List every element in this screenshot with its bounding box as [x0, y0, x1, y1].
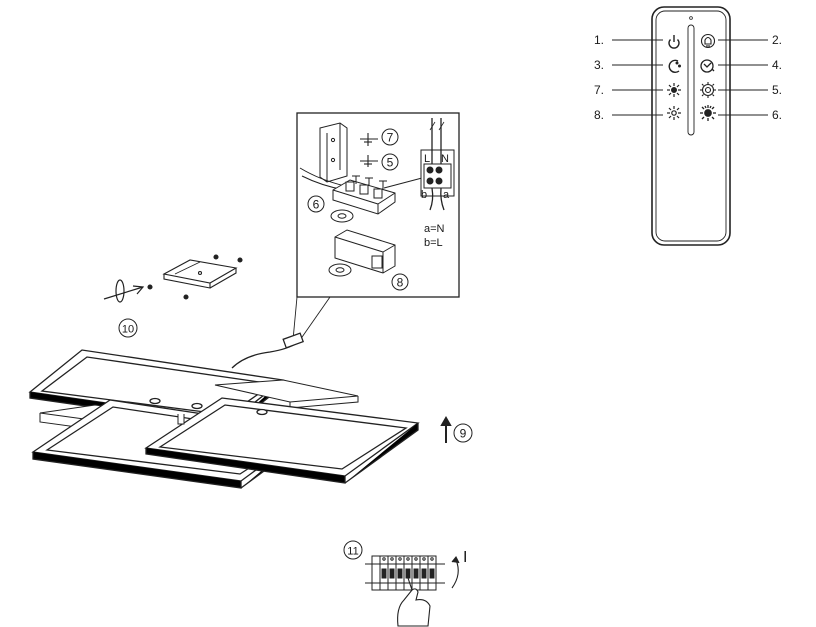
full-brightness-icon — [700, 105, 716, 121]
step-circle-11 — [343, 540, 363, 560]
remote-button-3[interactable] — [668, 59, 682, 74]
callout-number-2: 2. — [772, 33, 782, 47]
screwdriver-icon — [103, 279, 145, 303]
arrow-up-icon — [440, 415, 452, 443]
hand-icon — [397, 577, 431, 627]
wiring-detail-panel: 7 5 6 — [296, 112, 460, 298]
detail-callout-lines — [292, 296, 331, 341]
circuit-breaker-icon — [365, 555, 445, 591]
wire-label-b: b — [421, 189, 427, 201]
moon-night-icon — [668, 59, 682, 74]
callout-number-3: 3. — [594, 58, 604, 72]
terminal-block — [299, 167, 423, 215]
screw-part-7 — [360, 133, 378, 146]
step-circle-6 — [307, 195, 325, 213]
switch-direction-arrow — [451, 555, 460, 589]
remote-led — [689, 16, 693, 20]
remote-button-5[interactable] — [700, 82, 716, 98]
timer-icon — [700, 59, 715, 73]
step-label-6: 6 — [313, 198, 320, 212]
remote-button-6[interactable] — [700, 105, 716, 121]
step-circle-8 — [391, 273, 409, 291]
step-circle-5 — [381, 153, 399, 171]
callout-number-7: 7. — [594, 83, 604, 97]
ceiling-mount-plate — [147, 254, 243, 300]
ceiling-lamp-icon — [28, 332, 420, 489]
remote-button-2[interactable] — [700, 33, 716, 49]
remote-control: 1. 2. 3. 4. 7. 5. 8. 6. — [594, 6, 782, 246]
remote-inner-border — [655, 10, 727, 242]
wiring-legend-b: b=L — [424, 237, 443, 249]
step-label-5: 5 — [387, 156, 394, 170]
remote-button-4[interactable] — [700, 59, 715, 73]
callout-number-4: 4. — [772, 58, 782, 72]
callout-number-8: 8. — [594, 108, 604, 122]
remote-body — [651, 6, 731, 246]
wire-connector — [420, 118, 455, 211]
terminal-label-l: L — [424, 153, 430, 165]
step-label-8: 8 — [397, 276, 404, 290]
bulb-cycle-icon — [700, 33, 716, 49]
brightness-down-icon — [667, 106, 681, 120]
screw-part-5 — [360, 155, 378, 167]
step-label-10: 10 — [122, 324, 134, 336]
terminal-label-n: N — [441, 153, 449, 165]
power-icon — [668, 35, 680, 49]
step-circle-9 — [453, 423, 473, 443]
mounting-bracket-icon — [319, 122, 348, 183]
callout-number-6: 6. — [772, 108, 782, 122]
remote-button-1[interactable] — [668, 35, 680, 49]
remote-button-7[interactable] — [667, 83, 681, 97]
step-label-7: 7 — [387, 131, 394, 145]
step-label-11: 11 — [347, 546, 358, 558]
washer-part — [330, 209, 354, 223]
remote-callout-lines — [612, 39, 768, 116]
power-supply-icon — [328, 229, 396, 277]
callout-number-5: 5. — [772, 83, 782, 97]
breaker-on-mark: I — [463, 549, 467, 566]
callout-number-1: 1. — [594, 33, 604, 47]
step-circle-10 — [118, 318, 138, 338]
remote-button-8[interactable] — [667, 106, 681, 120]
step-label-9: 9 — [460, 427, 467, 441]
color-temperature-icon — [700, 82, 716, 98]
wire-label-a: a — [443, 189, 450, 201]
step-circle-7 — [381, 128, 399, 146]
brightness-up-icon — [667, 83, 681, 97]
wiring-legend-a: a=N — [424, 223, 445, 235]
lamp-cable-connector — [282, 332, 305, 349]
remote-center-divider — [687, 24, 695, 136]
